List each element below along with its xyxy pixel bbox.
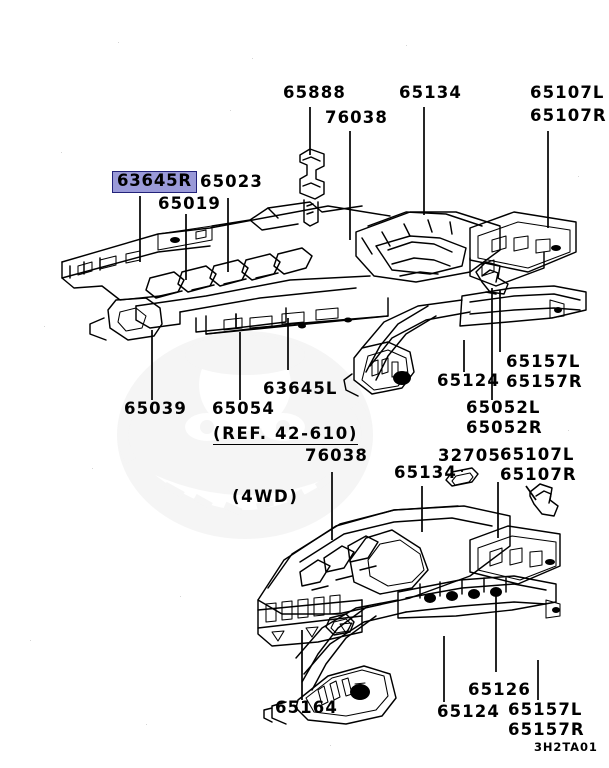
- reference-note: (REF. 42-610): [213, 424, 358, 445]
- part-65888-art: [299, 148, 325, 227]
- part-label-65124-lower[interactable]: 65124: [437, 702, 500, 721]
- part-label-65107R-lower[interactable]: 65107R: [500, 465, 577, 484]
- part-label-65107L-upper[interactable]: 65107L: [530, 83, 605, 102]
- part-label-65134-upper[interactable]: 65134: [399, 83, 462, 102]
- part-label-65052R[interactable]: 65052R: [466, 418, 543, 437]
- leader-65107-lower: [525, 485, 537, 501]
- scan-speck: [230, 110, 231, 111]
- part-label-63645R[interactable]: 63645R: [112, 171, 197, 193]
- scan-speck: [61, 152, 62, 153]
- scan-speck: [470, 310, 471, 311]
- part-label-65126[interactable]: 65126: [468, 680, 531, 699]
- scan-speck: [486, 689, 487, 690]
- scan-speck: [406, 45, 407, 46]
- part-label-65134-lower[interactable]: 65134: [394, 463, 457, 482]
- part-label-63645L[interactable]: 63645L: [263, 379, 338, 398]
- scan-speck: [330, 745, 331, 746]
- part-label-65157L-lower[interactable]: 65157L: [508, 700, 583, 719]
- part-label-65124-upper[interactable]: 65124: [437, 371, 500, 390]
- part-label-65039[interactable]: 65039: [124, 399, 187, 418]
- part-label-65054[interactable]: 65054: [212, 399, 275, 418]
- scan-speck: [578, 176, 579, 177]
- part-label-65023[interactable]: 65023: [200, 172, 263, 191]
- part-label-76038-lower[interactable]: 76038: [305, 446, 368, 465]
- scan-speck: [118, 42, 119, 43]
- part-label-65107L-lower[interactable]: 65107L: [500, 445, 575, 464]
- scan-speck: [252, 58, 253, 59]
- part-label-65107R-upper[interactable]: 65107R: [530, 106, 607, 125]
- part-label-32705[interactable]: 32705: [438, 446, 501, 465]
- drivetrain-note: (4WD): [232, 487, 299, 506]
- part-label-65157R-upper[interactable]: 65157R: [506, 372, 583, 391]
- scan-speck: [92, 468, 93, 469]
- part-label-76038-upper[interactable]: 76038: [325, 108, 388, 127]
- scan-speck: [180, 596, 181, 597]
- part-label-65888[interactable]: 65888: [283, 83, 346, 102]
- part-label-65052L[interactable]: 65052L: [466, 398, 541, 417]
- scan-speck: [44, 326, 45, 327]
- scan-speck: [146, 724, 147, 725]
- part-label-65019[interactable]: 65019: [158, 194, 221, 213]
- scan-speck: [30, 640, 31, 641]
- part-label-65157L-upper[interactable]: 65157L: [506, 352, 581, 371]
- part-label-65157R-lower[interactable]: 65157R: [508, 720, 585, 739]
- footer-code: 3H2TA01: [534, 740, 598, 754]
- part-label-65164[interactable]: 65164: [275, 698, 338, 717]
- scan-speck: [568, 430, 569, 431]
